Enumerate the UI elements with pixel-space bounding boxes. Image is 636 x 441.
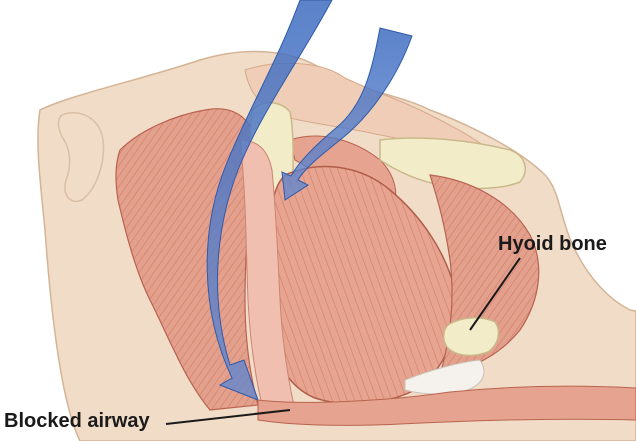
hyoid-bone-label: Hyoid bone [498,233,607,256]
blocked-airway-label: Blocked airway [4,410,150,433]
hyoid-bone [444,318,499,356]
